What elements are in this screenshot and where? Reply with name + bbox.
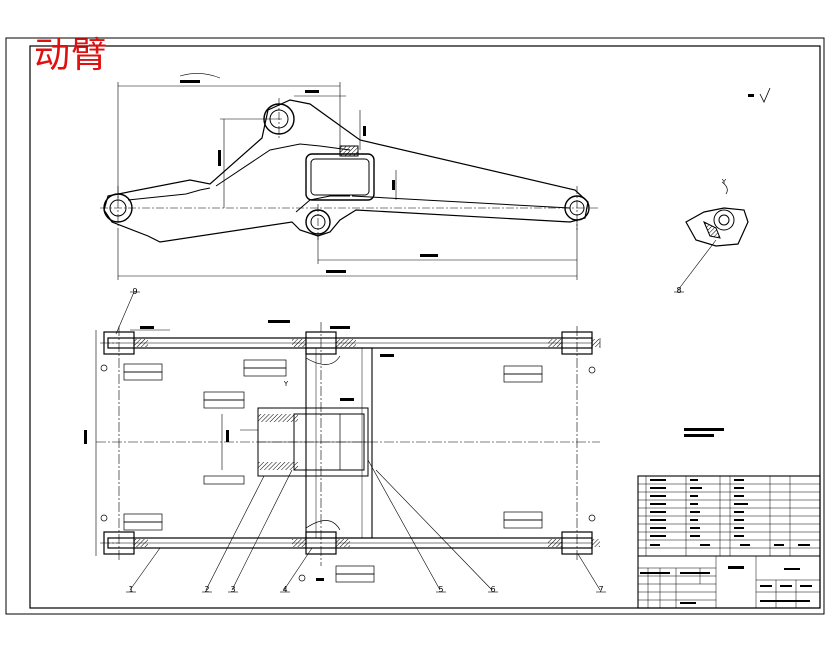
- part-label-7: 7: [598, 585, 603, 594]
- outer-border: [5, 37, 825, 615]
- part-label-2: 2: [204, 585, 209, 594]
- plan-view: [84, 291, 724, 591]
- part-label-6: 6: [490, 585, 495, 594]
- part-label-4: 4: [282, 585, 287, 594]
- part-label-8: 8: [676, 286, 681, 295]
- detail-view-label: Y: [721, 178, 727, 186]
- part-label-9: 9: [132, 287, 137, 296]
- drawing-title: 动臂: [34, 35, 109, 76]
- roughness-symbol: [748, 87, 771, 103]
- title-block: [637, 475, 821, 609]
- part-number-leaders: [126, 291, 684, 593]
- part-label-1: 1: [128, 585, 133, 594]
- part-label-3: 3: [230, 585, 235, 594]
- part-label-5: 5: [438, 585, 443, 594]
- detail-view-y: [677, 181, 749, 291]
- inner-frame: [29, 45, 821, 609]
- section-view-label: Y: [283, 380, 289, 388]
- elevation-view: [100, 73, 598, 280]
